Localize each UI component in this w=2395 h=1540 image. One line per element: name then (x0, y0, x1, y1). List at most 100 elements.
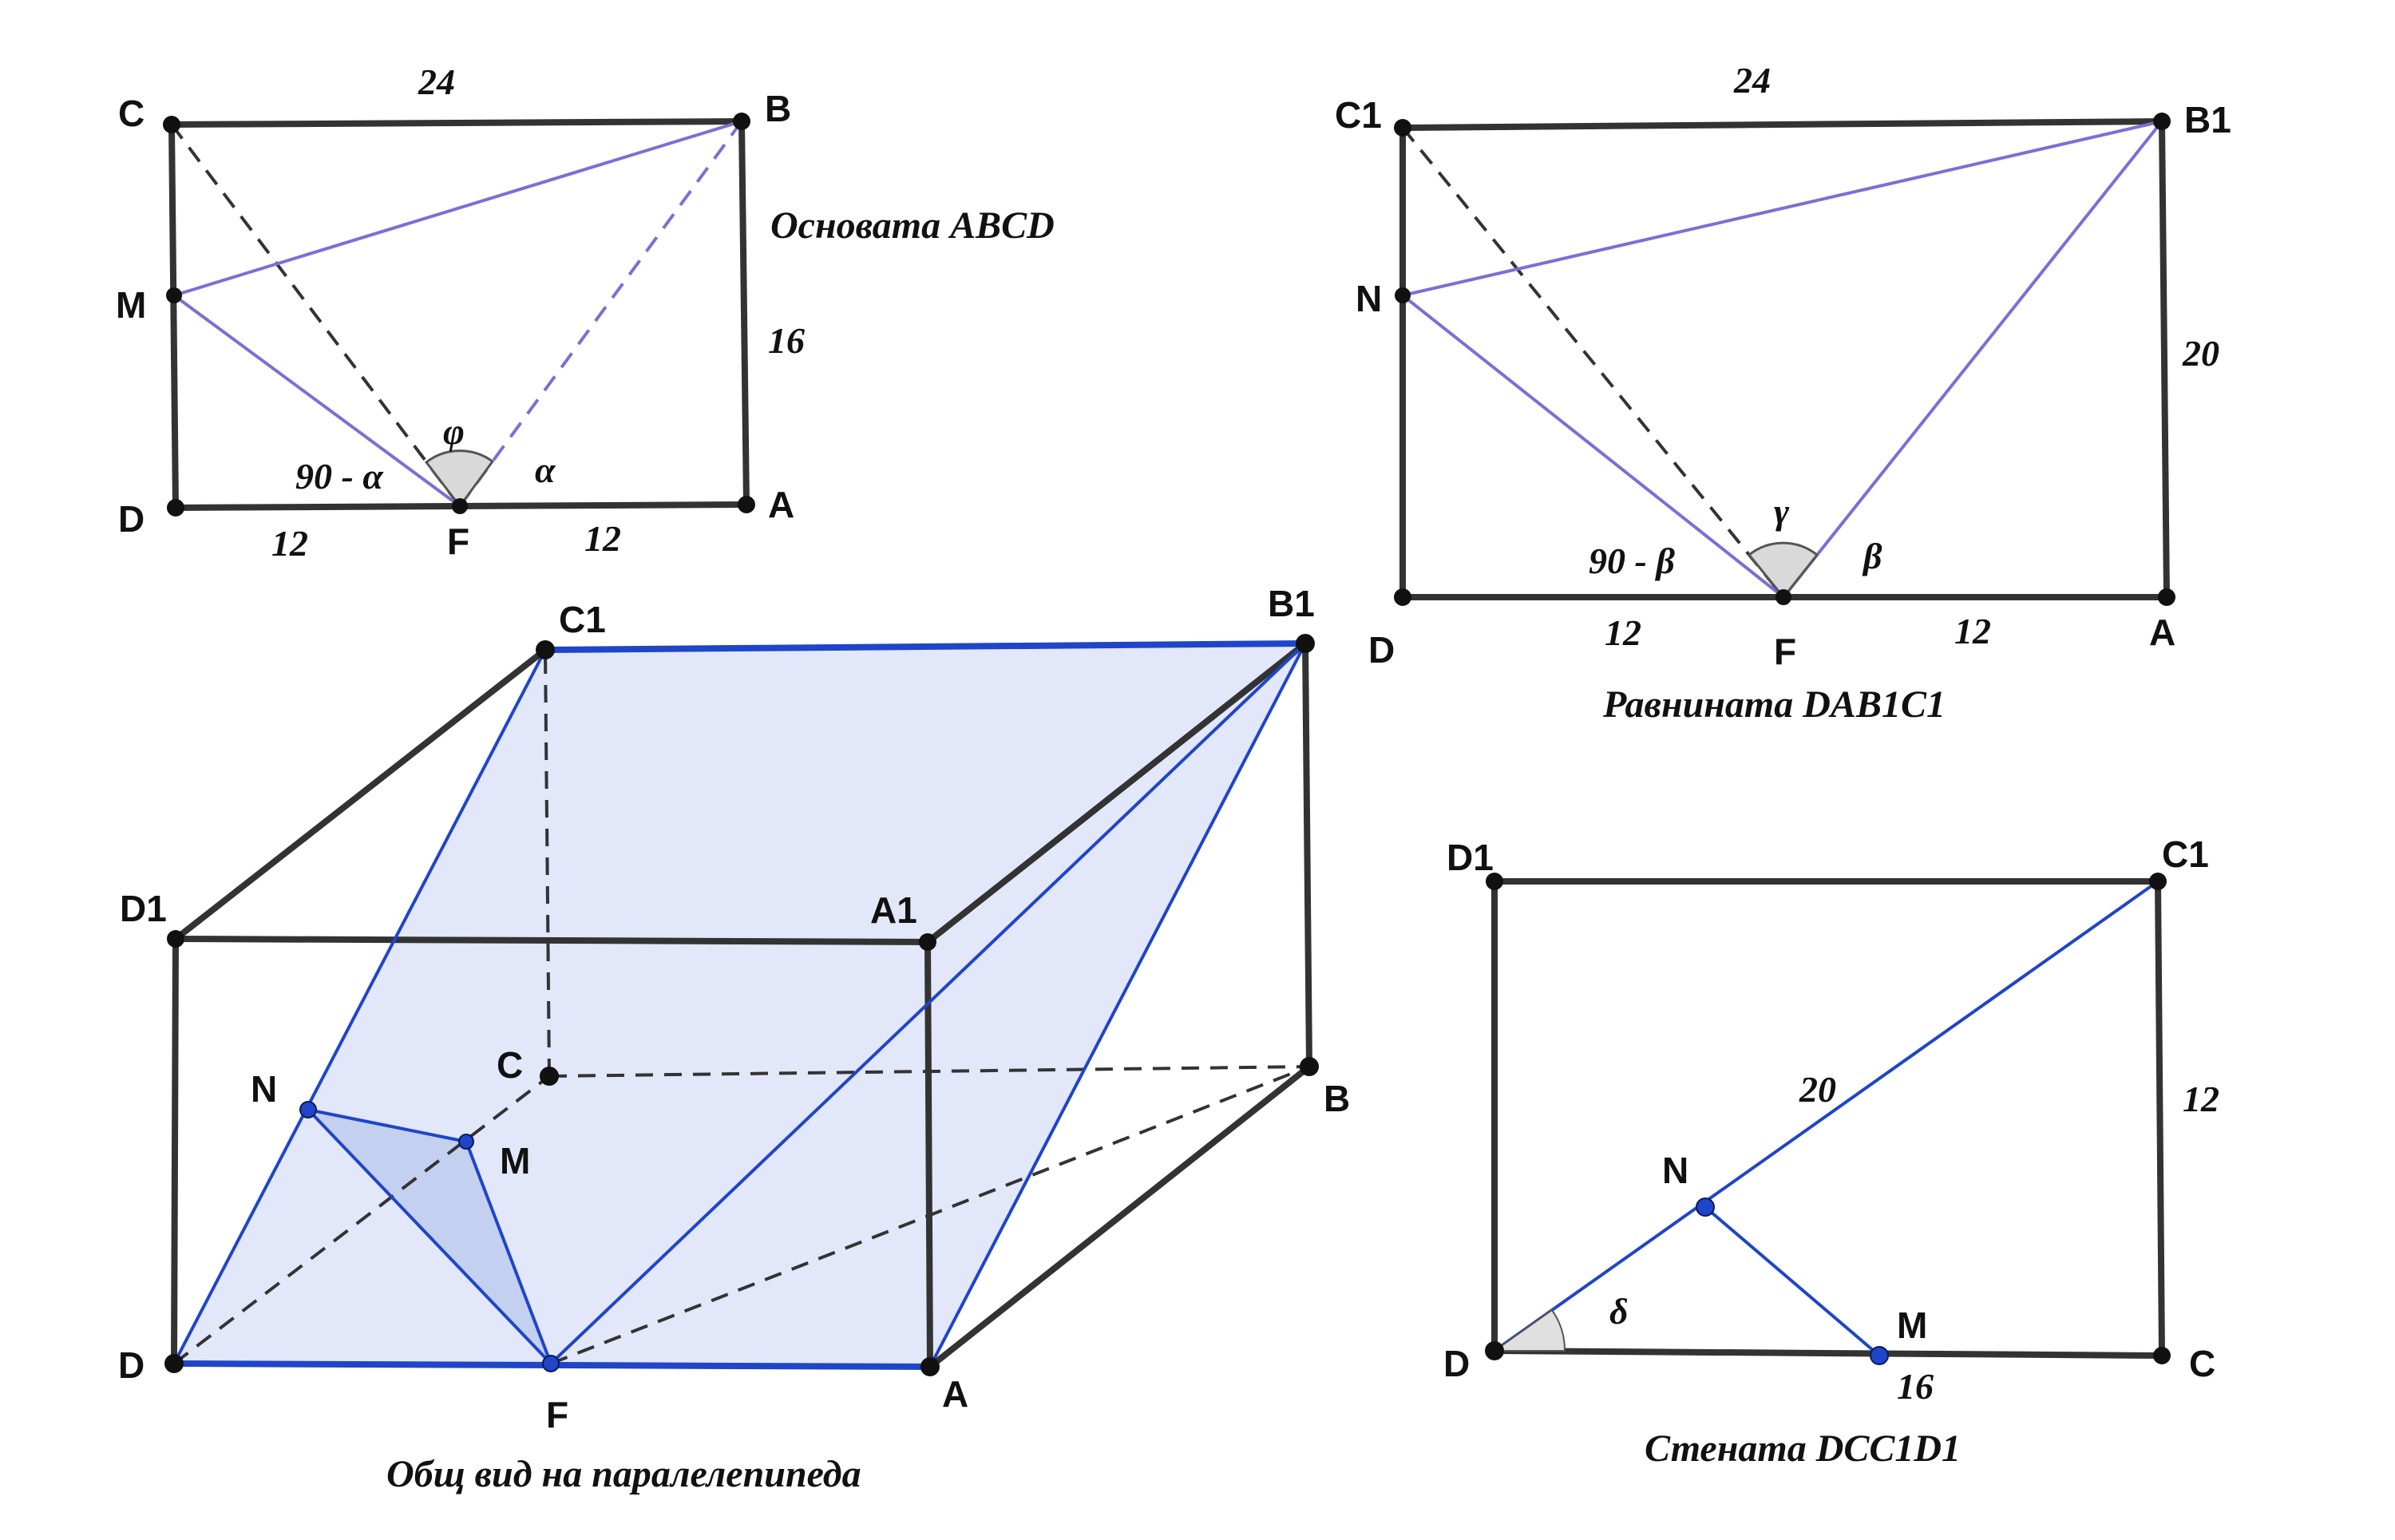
segment-mf (172, 294, 461, 508)
point-f (542, 1355, 560, 1372)
length-df: 12 (1605, 612, 1641, 653)
point-d (1394, 588, 1411, 606)
caption-base: Основата ABCD (770, 204, 1055, 247)
label-d: D (1443, 1343, 1470, 1384)
angle-gamma-label: γ (1774, 491, 1790, 532)
length-fa: 12 (1954, 611, 1991, 651)
edge-d1a1 (172, 936, 931, 945)
segment-bf (458, 120, 743, 508)
angle-beta-label: β (1862, 536, 1882, 576)
point-d1 (167, 930, 184, 948)
label-m: M (500, 1140, 530, 1182)
label-d1: D1 (1447, 837, 1494, 878)
length-c1b1: 24 (1733, 60, 1771, 101)
label-b: B (765, 88, 791, 129)
label-a1: A1 (870, 889, 917, 931)
point-a1 (919, 933, 936, 951)
segment-dc1 (172, 649, 547, 1364)
length-fa: 12 (584, 518, 621, 559)
point-c (163, 116, 180, 133)
label-c: C (2189, 1343, 2215, 1384)
label-c1: C1 (559, 599, 606, 640)
edge-d1c1 (172, 647, 548, 942)
plane-dab1c1 (174, 643, 1305, 1367)
point-d (164, 1354, 184, 1373)
segment-mf (465, 1141, 552, 1364)
point-a (738, 496, 755, 513)
label-c: C (118, 93, 144, 134)
edge-a1b1 (924, 640, 1308, 945)
point-b (1300, 1057, 1319, 1076)
segment-b1f (1782, 120, 2163, 599)
length-df: 12 (271, 523, 308, 564)
edge-cc1 (544, 649, 551, 1077)
point-a (2158, 588, 2175, 606)
edge-d1d (171, 936, 179, 1367)
point-a (920, 1357, 940, 1376)
label-c1: C1 (2162, 833, 2209, 875)
point-c (2153, 1347, 2171, 1364)
point-c1 (1394, 119, 1411, 137)
angle-complement-label: 90 - β (1589, 540, 1675, 581)
label-n: N (1356, 278, 1382, 319)
caption-plane: Равнината DAB1C1 (1602, 683, 1946, 726)
panel-base: C B M D F A 24 16 12 12 φ α 90 - α Основ… (116, 61, 1055, 564)
edge-b1a (2159, 118, 2170, 600)
label-a: A (942, 1373, 968, 1415)
caption-solid: Общ вид на паралелепипеда (386, 1453, 861, 1495)
segment-mb (173, 120, 742, 297)
angle-alpha-label: α (535, 449, 556, 490)
point-b1 (1296, 634, 1315, 653)
point-d (1485, 1341, 1504, 1360)
label-m: M (116, 284, 146, 326)
edge-c1b1 (544, 640, 1306, 653)
segment-ab1 (928, 643, 1307, 1368)
angle-phi-mark (424, 449, 495, 509)
angle-complement-label: 90 - α (295, 456, 384, 497)
label-m: M (1897, 1304, 1927, 1346)
label-b1: B1 (1268, 583, 1315, 624)
segment-nm (1704, 1205, 1881, 1357)
edge-ba (738, 118, 750, 508)
point-d (167, 499, 184, 517)
point-c1 (2149, 873, 2167, 890)
caption-wall: Стената DCC1D1 (1645, 1427, 1961, 1470)
label-d: D (118, 498, 144, 540)
label-n: N (251, 1068, 277, 1110)
point-f (1775, 589, 1791, 605)
point-b (733, 113, 750, 130)
edge-dc (172, 1075, 551, 1365)
angle-delta-label: δ (1609, 1291, 1629, 1332)
point-c (540, 1067, 559, 1086)
edge-ab (927, 1063, 1312, 1370)
panel-solid: C1 B1 D1 A1 C B N M D F A Общ вид на пар… (118, 583, 1350, 1495)
label-a: A (768, 484, 794, 525)
segment-c1f (1401, 126, 1785, 599)
label-a: A (2149, 612, 2175, 653)
length-cb: 24 (418, 61, 455, 102)
label-c: C (497, 1044, 523, 1086)
point-d1 (1486, 873, 1503, 890)
point-m (1870, 1346, 1889, 1365)
label-f: F (447, 521, 469, 562)
point-f (452, 498, 468, 514)
angle-delta-mark (1491, 1308, 1566, 1352)
length-dc: 16 (1897, 1366, 1934, 1407)
label-f: F (546, 1394, 568, 1435)
edge-b1b (1302, 640, 1312, 1070)
segment-nf (1401, 294, 1785, 599)
label-b: B (1324, 1078, 1350, 1119)
segment-nf (307, 1108, 552, 1365)
point-b1 (2153, 113, 2171, 130)
edge-c1c (2155, 878, 2165, 1359)
length-b1a: 20 (2182, 333, 2219, 374)
segment-fb1 (549, 642, 1307, 1365)
segment-dc1 (1493, 880, 2159, 1352)
edge-cd (1491, 1348, 2165, 1359)
angle-gamma-mark (1747, 541, 1819, 600)
segment-nm (307, 1108, 467, 1143)
point-n (1696, 1198, 1715, 1217)
point-c1 (536, 640, 555, 659)
point-m (458, 1134, 474, 1150)
